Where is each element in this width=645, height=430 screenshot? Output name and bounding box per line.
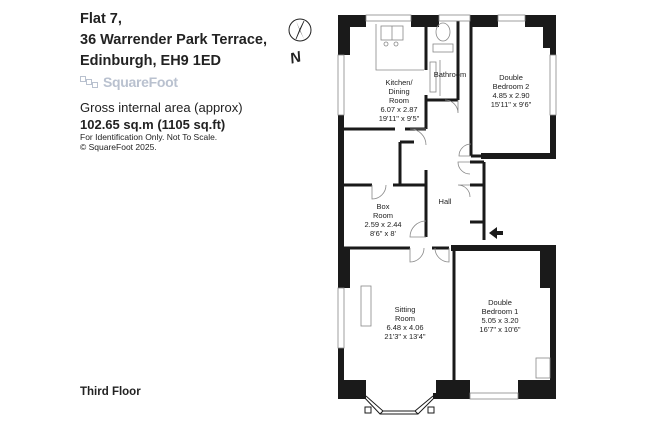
svg-text:6.07 x 2.87: 6.07 x 2.87 bbox=[380, 105, 417, 114]
svg-text:Double: Double bbox=[488, 298, 512, 307]
svg-text:Hall: Hall bbox=[439, 197, 452, 206]
svg-text:Box: Box bbox=[377, 202, 390, 211]
hall-label: Hall bbox=[439, 197, 452, 206]
bedroom2-label: Double Bedroom 2 4.85 x 2.90 15'11" x 9'… bbox=[491, 73, 532, 109]
svg-text:Double: Double bbox=[499, 73, 523, 82]
interior-walls bbox=[341, 18, 486, 396]
bedroom1-label: Double Bedroom 1 5.05 x 3.20 16'7" x 10'… bbox=[479, 298, 520, 334]
bathroom-fixtures bbox=[429, 22, 454, 96]
svg-text:Bathroom: Bathroom bbox=[434, 70, 467, 79]
svg-text:16'7" x 10'6": 16'7" x 10'6" bbox=[479, 325, 520, 334]
svg-text:6.48 x 4.06: 6.48 x 4.06 bbox=[386, 323, 423, 332]
svg-text:8'6" x 8': 8'6" x 8' bbox=[370, 229, 397, 238]
bathroom-label: Bathroom bbox=[434, 70, 467, 79]
address-line-3: Edinburgh, EH9 1ED bbox=[80, 53, 221, 69]
svg-text:Room: Room bbox=[389, 96, 409, 105]
kitchen-label: Kitchen/ Dining Room 6.07 x 2.87 19'11" … bbox=[379, 78, 420, 123]
entrance-arrow-icon bbox=[489, 227, 503, 239]
logo-text: SquareFoot bbox=[103, 74, 178, 90]
boxroom-label: Box Room 2.59 x 2.44 8'6" x 8' bbox=[364, 202, 401, 238]
bay-window bbox=[362, 395, 437, 415]
svg-text:Kitchen/: Kitchen/ bbox=[385, 78, 413, 87]
svg-text:Sitting: Sitting bbox=[395, 305, 416, 314]
gross-area-label: Gross internal area (approx) bbox=[80, 100, 243, 115]
svg-text:19'11" x 9'5": 19'11" x 9'5" bbox=[379, 114, 420, 123]
address-line-2: 36 Warrender Park Terrace, bbox=[80, 32, 267, 48]
svg-text:Dining: Dining bbox=[388, 87, 409, 96]
gross-area-value: 102.65 sq.m (1105 sq.ft) bbox=[80, 117, 226, 132]
squarefoot-logo-icon bbox=[80, 75, 99, 89]
doors bbox=[371, 99, 472, 263]
fireplace bbox=[360, 285, 372, 327]
compass-letter: N bbox=[288, 48, 304, 68]
svg-text:Bedroom 1: Bedroom 1 bbox=[482, 307, 519, 316]
identification-note: For Identification Only. Not To Scale. bbox=[80, 132, 218, 142]
north-arrow-icon: N bbox=[288, 18, 312, 68]
address-line-1: Flat 7, bbox=[80, 11, 122, 27]
svg-text:4.85 x 2.90: 4.85 x 2.90 bbox=[492, 91, 529, 100]
svg-text:2.59 x 2.44: 2.59 x 2.44 bbox=[364, 220, 401, 229]
copyright-note: © SquareFoot 2025. bbox=[80, 142, 157, 152]
floor-label: Third Floor bbox=[80, 386, 141, 398]
svg-text:21'3" x 13'4": 21'3" x 13'4" bbox=[384, 332, 425, 341]
kitchen-counter bbox=[375, 24, 424, 71]
bedroom1-cupboard bbox=[535, 357, 551, 379]
svg-text:5.05 x 3.20: 5.05 x 3.20 bbox=[481, 316, 518, 325]
windows bbox=[337, 14, 557, 400]
svg-text:Bedroom 2: Bedroom 2 bbox=[493, 82, 530, 91]
svg-text:15'11" x 9'6": 15'11" x 9'6" bbox=[491, 100, 532, 109]
svg-text:Room: Room bbox=[395, 314, 415, 323]
wall-blocks bbox=[338, 15, 556, 399]
svg-text:Room: Room bbox=[373, 211, 393, 220]
squarefoot-logo: SquareFoot bbox=[80, 74, 178, 90]
sitting-room-label: Sitting Room 6.48 x 4.06 21'3" x 13'4" bbox=[384, 305, 425, 341]
